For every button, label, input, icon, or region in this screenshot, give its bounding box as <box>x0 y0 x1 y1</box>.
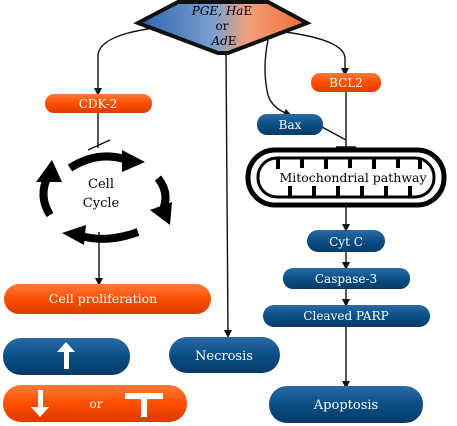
inhibition-icon <box>125 393 163 417</box>
cdk2-node: CDK-2 <box>45 94 152 113</box>
necrosis-node: Necrosis <box>169 337 280 373</box>
cell-cycle-label-2: Cycle <box>83 196 120 211</box>
cytc-label: Cyt C <box>329 235 363 249</box>
caspase3-label: Caspase-3 <box>315 272 377 286</box>
cell-proliferation-label: Cell proliferation <box>49 291 157 306</box>
bax-label: Bax <box>279 118 302 132</box>
bax-node: Bax <box>257 114 323 135</box>
apoptosis-label: Apoptosis <box>313 398 378 413</box>
source-line3: AdE <box>210 34 236 48</box>
mitochondrion: Mitochondrial pathway <box>245 147 447 208</box>
caspase3-node: Caspase-3 <box>283 268 410 289</box>
down-arrow-icon <box>31 390 49 417</box>
up-arrow-icon <box>57 342 75 369</box>
cell-proliferation-node: Cell proliferation <box>4 284 211 314</box>
legend-or-label: or <box>90 397 103 411</box>
cleaved-parp-label: Cleaved PARP <box>303 309 388 323</box>
legend-down: or <box>3 385 187 422</box>
cdk2-label: CDK-2 <box>79 97 118 111</box>
bcl2-node: BCL2 <box>311 73 381 92</box>
apoptosis-node: Apoptosis <box>269 386 423 423</box>
cell-cycle: Cell Cycle <box>36 150 172 245</box>
source-pentagon: PGE, HaE or AdE <box>133 0 312 55</box>
necrosis-label: Necrosis <box>195 349 253 364</box>
bcl2-label: BCL2 <box>329 76 363 90</box>
source-line2: or <box>216 19 229 33</box>
source-line1: PGE, HaE <box>191 4 252 18</box>
cleaved-parp-node: Cleaved PARP <box>263 305 430 327</box>
cytc-node: Cyt C <box>307 230 385 252</box>
legend-up <box>3 338 130 375</box>
connectors <box>87 27 356 389</box>
mitochondrial-label: Mitochondrial pathway <box>279 170 427 185</box>
cell-cycle-label-1: Cell <box>88 177 114 192</box>
